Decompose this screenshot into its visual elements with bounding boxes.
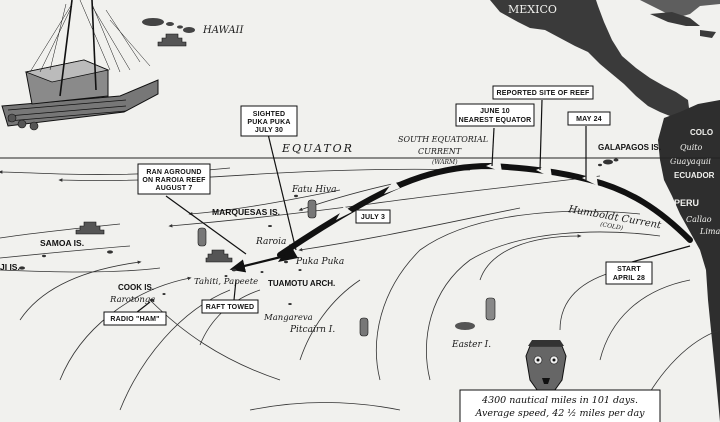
- svg-text:RAN AGROUND: RAN AGROUND: [146, 169, 201, 176]
- americas-land: [490, 0, 720, 422]
- callout-may-24: MAY 24: [567, 111, 611, 126]
- svg-text:NEAREST EQUATOR: NEAREST EQUATOR: [459, 117, 532, 124]
- tuamotu-label: TUAMOTU ARCH.: [268, 279, 335, 288]
- marquesas-label: MARQUESAS IS.: [212, 207, 280, 217]
- route-arrow-icon: [486, 160, 502, 172]
- svg-text:RADIO "HAM": RADIO "HAM": [110, 316, 159, 323]
- callao-label: Callao: [686, 215, 712, 224]
- pitcairn-label: Pitcairn I.: [289, 325, 335, 335]
- cook-islands-label: COOK IS.: [118, 283, 154, 292]
- hawaii-islands: [142, 18, 195, 33]
- svg-text:AUGUST 7: AUGUST 7: [156, 185, 193, 192]
- cold-note: (COLD): [600, 221, 625, 232]
- route-arrow-icon: [536, 164, 552, 178]
- peru-label: PERU: [674, 198, 699, 208]
- route-arrow-icon: [384, 180, 400, 194]
- lima-label: Lima: [699, 227, 720, 236]
- svg-text:APRIL 28: APRIL 28: [613, 275, 645, 282]
- mangareva-label: Mangareva: [263, 313, 313, 323]
- svg-text:RAFT TOWED: RAFT TOWED: [206, 304, 255, 311]
- callout-radio-ham: RADIO "HAM": [103, 311, 167, 326]
- step-pyramid-icon: [75, 221, 105, 235]
- equator-label: EQUATOR: [281, 142, 354, 155]
- puka-puka-label: Puka Puka: [295, 257, 344, 267]
- kon-tiki-raft-icon: [1, 0, 159, 131]
- callout-july-3: JULY 3: [355, 209, 391, 224]
- ecuador-label: ECUADOR: [674, 171, 715, 180]
- moai-statue-icon: [485, 297, 496, 321]
- caption-line-1: 4300 nautical miles in 101 days.: [481, 395, 638, 406]
- svg-text:JULY 30: JULY 30: [255, 127, 283, 134]
- small-islands: [19, 194, 475, 330]
- svg-text:PUKA PUKA: PUKA PUKA: [247, 119, 290, 126]
- colombia-label: COLO: [690, 128, 713, 137]
- mexico-label: MEXICO: [508, 3, 557, 16]
- step-pyramid-icon: [205, 249, 233, 263]
- svg-text:REPORTED SITE OF REEF: REPORTED SITE OF REEF: [497, 90, 590, 97]
- quito-label: Quito: [680, 143, 702, 152]
- moai-statue-icon: [197, 227, 207, 247]
- callout-ran-aground: RAN AGROUND ON RAROIA REEF AUGUST 7: [137, 163, 211, 195]
- voyage-summary-caption: 4300 nautical miles in 101 days. Average…: [459, 389, 661, 422]
- route-arrow-icon: [582, 172, 598, 186]
- step-pyramid-icon: [157, 33, 187, 47]
- callout-sighted-puka-puka: SIGHTED PUKA PUKA JULY 30: [240, 105, 298, 137]
- callout-reported-reef: REPORTED SITE OF REEF: [492, 85, 594, 100]
- tahiti-label: Tahiti, Papeete: [194, 277, 258, 287]
- voyage-route: [229, 160, 693, 273]
- rarotonga-label: Rarotonga: [109, 295, 155, 305]
- svg-text:ON RAROIA REEF: ON RAROIA REEF: [142, 177, 206, 184]
- svg-text:JULY 3: JULY 3: [361, 214, 385, 221]
- samoa-label: SAMOA IS.: [40, 238, 84, 248]
- easter-island-label: Easter I.: [451, 340, 491, 350]
- caption-line-2: Average speed, 42 ½ miles per day: [474, 408, 645, 419]
- fatu-hiva-label: Fatu Hiva: [291, 185, 336, 195]
- south-equatorial-current-label: SOUTH EQUATORIAL: [398, 135, 488, 144]
- warm-note: (WARM): [432, 159, 458, 166]
- fiji-label: JI IS.: [0, 262, 20, 272]
- south-equatorial-current-label2: CURRENT: [418, 147, 462, 156]
- svg-text:START: START: [617, 266, 641, 273]
- callout-start: START APRIL 28: [605, 261, 653, 285]
- hawaii-label: HAWAII: [202, 25, 244, 36]
- callout-raft-towed: RAFT TOWED: [201, 299, 259, 314]
- route-arrow-icon: [336, 206, 352, 220]
- moai-statue-icon: [307, 199, 317, 219]
- svg-text:SIGHTED: SIGHTED: [253, 111, 286, 118]
- guayaquil-label: Guayaquil: [670, 157, 711, 166]
- callout-june-10: JUNE 10 NEAREST EQUATOR: [455, 103, 535, 127]
- moai-statue-icon: [359, 317, 369, 337]
- svg-text:JUNE 10: JUNE 10: [480, 108, 510, 115]
- galapagos-label: GALAPAGOS IS.: [598, 143, 661, 152]
- raroia-label: Raroia: [255, 237, 286, 247]
- svg-text:MAY 24: MAY 24: [576, 116, 602, 123]
